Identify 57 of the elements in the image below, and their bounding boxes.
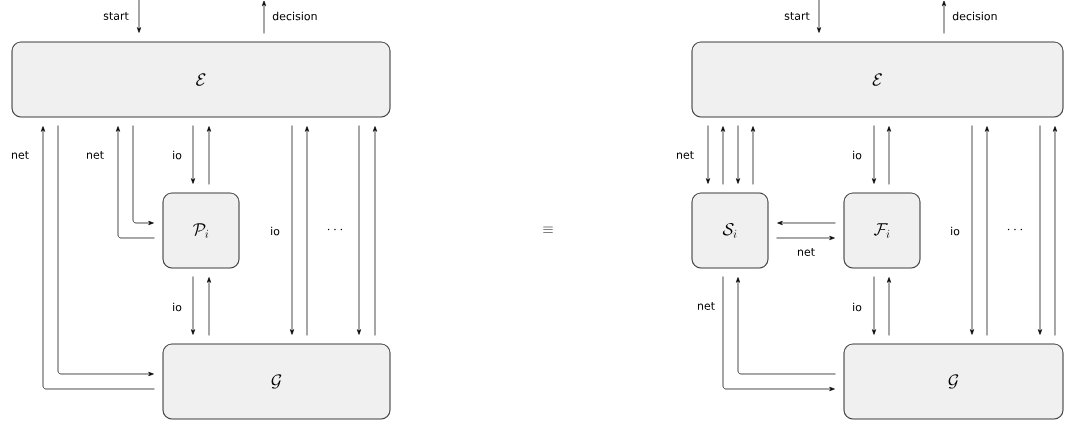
arrow (206, 277, 212, 336)
arrow (735, 125, 741, 184)
arrow (206, 126, 212, 185)
edge-label: io (951, 226, 960, 236)
ellipsis: $\cdots$ (327, 228, 343, 231)
arrow (777, 220, 836, 226)
edge-label: io (853, 302, 862, 312)
arrow (720, 126, 726, 185)
rounded-box: $\mathcal{S}_i$ (691, 192, 769, 269)
edge-label: net (87, 151, 104, 159)
edge-label: decision (952, 11, 997, 21)
edge-label: net (798, 248, 815, 256)
arrow (356, 125, 362, 335)
arrow (735, 277, 836, 375)
arrow (40, 126, 155, 390)
edge-label: io (853, 150, 862, 160)
arrow (705, 125, 711, 184)
arrow (1037, 125, 1043, 335)
edge-label: io (173, 302, 182, 312)
rounded-box: $\mathcal{P}_i$ (162, 192, 240, 269)
rounded-box: $\mathcal{G}$ (843, 343, 1064, 420)
arrow (190, 125, 196, 184)
arrow (941, 0, 947, 34)
edge-label: net (12, 151, 29, 159)
arrow (776, 235, 835, 241)
arrow (969, 125, 975, 335)
ellipsis: $\cdots$ (1007, 228, 1023, 231)
edge-label: net (698, 302, 715, 310)
arrow (132, 125, 154, 226)
arrow (1052, 126, 1058, 336)
rounded-box: $\mathcal{E}$ (691, 41, 1064, 118)
arrow (115, 126, 155, 239)
rounded-box: $\mathcal{E}$ (11, 41, 391, 118)
equivalence-sign: $\equiv$ (543, 226, 553, 233)
arrow (750, 126, 756, 185)
arrow (871, 276, 877, 335)
rounded-box: $\mathcal{F}_i$ (843, 192, 921, 269)
edge-label: io (173, 150, 182, 160)
edge-label: start (784, 12, 810, 20)
edge-label: start (103, 12, 129, 20)
arrow (304, 126, 310, 336)
arrow (816, 0, 822, 33)
arrow (984, 126, 990, 336)
arrow (886, 126, 892, 185)
arrow (372, 126, 378, 336)
arrow (57, 125, 154, 377)
arrow (886, 277, 892, 336)
arrow (722, 276, 835, 392)
arrow (871, 125, 877, 184)
arrow (261, 0, 267, 34)
rounded-box: $\mathcal{G}$ (162, 343, 391, 420)
arrow (136, 0, 142, 33)
edge-label: decision (272, 11, 317, 21)
edge-label: io (271, 226, 280, 236)
edge-label: net (677, 151, 694, 159)
arrow (190, 276, 196, 335)
arrow (289, 125, 295, 335)
